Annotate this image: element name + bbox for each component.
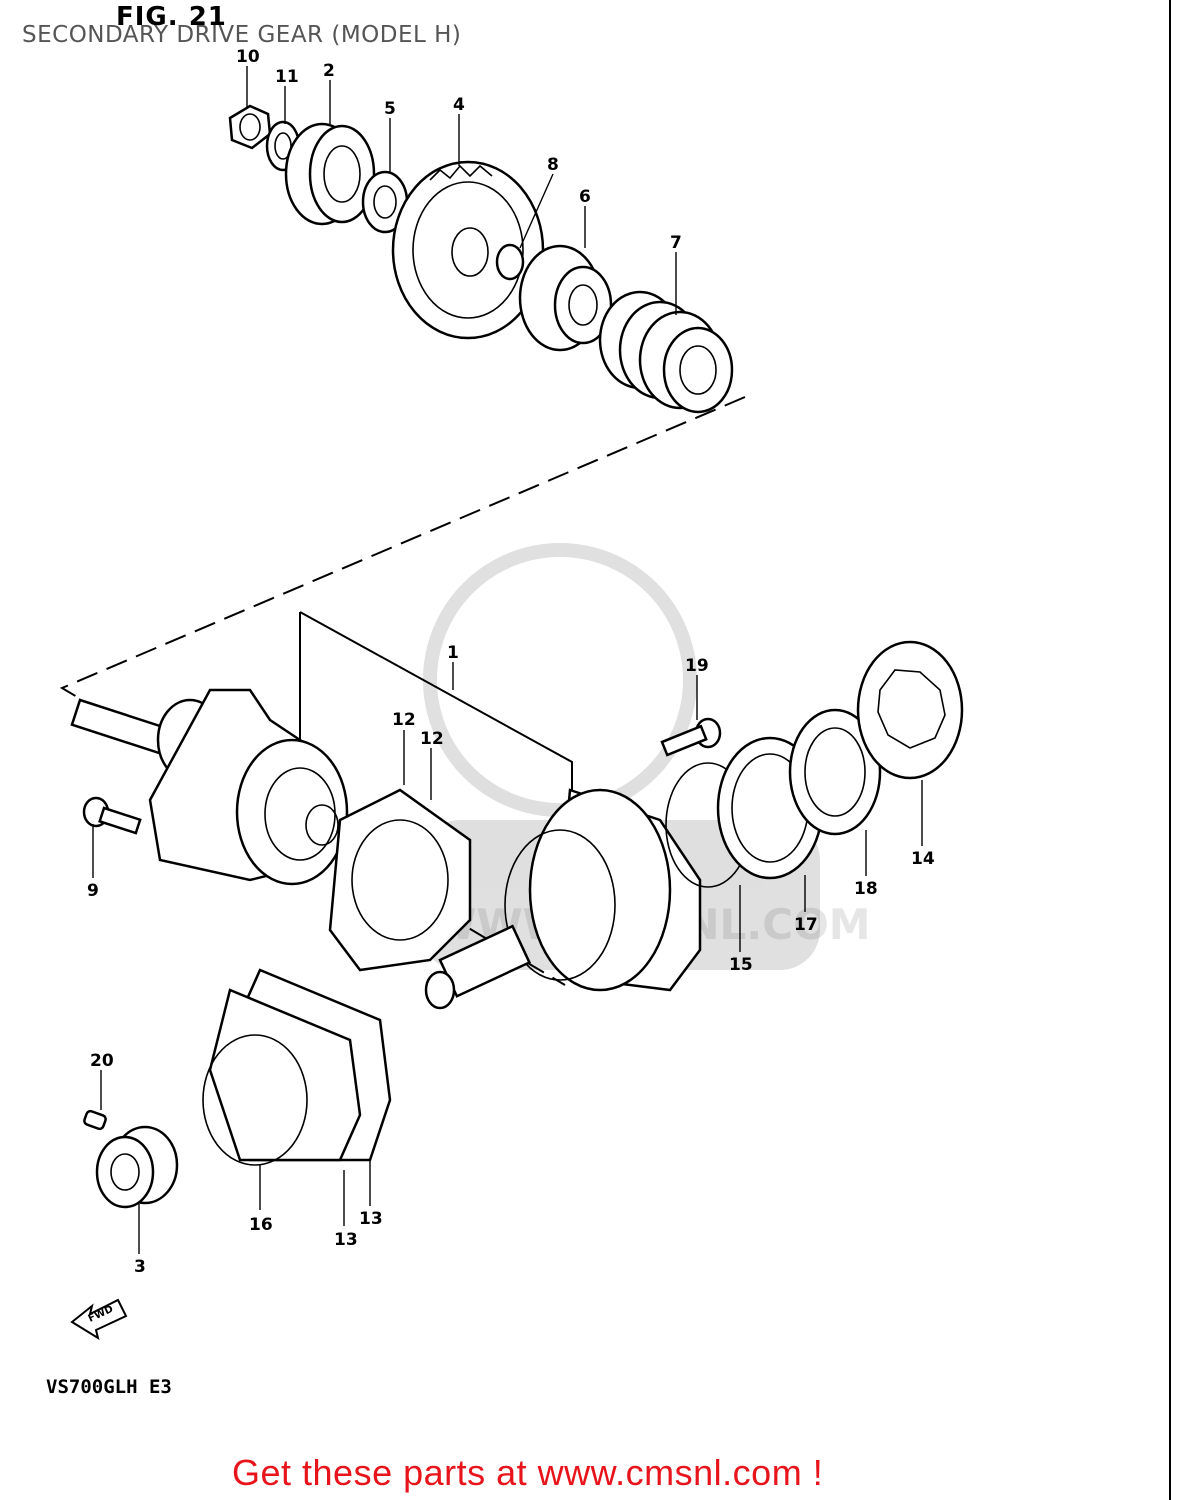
part-8-circlip[interactable] xyxy=(495,243,525,281)
label-2: 2 xyxy=(323,61,335,81)
label-7: 7 xyxy=(670,233,682,253)
label-9: 9 xyxy=(87,881,99,901)
label-15: 15 xyxy=(729,955,753,975)
label-3: 3 xyxy=(134,1257,146,1277)
part-13-cover-gasket[interactable] xyxy=(208,968,392,1162)
part-2-bearing[interactable] xyxy=(284,122,376,226)
label-10: 10 xyxy=(236,47,260,67)
part-19-bolt[interactable] xyxy=(660,717,722,757)
assembly-bracket-line xyxy=(299,611,573,800)
part-3-needle-bearing[interactable] xyxy=(95,1125,179,1209)
label-5: 5 xyxy=(384,99,396,119)
leader-lines xyxy=(92,66,923,1254)
part-6-cam[interactable] xyxy=(518,244,613,352)
part-9-bolt[interactable] xyxy=(82,796,142,835)
label-20: 20 xyxy=(90,1051,114,1071)
model-code: VS700GLH E3 xyxy=(46,1376,172,1398)
part-4-gear[interactable] xyxy=(391,160,545,340)
part-20-dowel-pin[interactable] xyxy=(83,1109,107,1131)
label-18: 18 xyxy=(854,879,878,899)
part-1-shaft-housing[interactable] xyxy=(70,688,349,886)
label-6: 6 xyxy=(579,187,591,207)
label-13a: 13 xyxy=(334,1230,358,1250)
label-19: 19 xyxy=(685,656,709,676)
figure-title: FIG. 21 xyxy=(116,2,227,32)
label-16: 16 xyxy=(249,1215,273,1235)
label-8: 8 xyxy=(547,155,559,175)
part-16-o-ring[interactable] xyxy=(202,1034,308,1166)
promo-link[interactable]: Get these parts at www.cmsnl.com ! xyxy=(232,1452,824,1493)
label-17: 17 xyxy=(794,915,818,935)
fwd-arrow-icon: FWD xyxy=(70,1298,128,1341)
part-14-lock-nut[interactable] xyxy=(856,640,964,780)
label-4: 4 xyxy=(453,95,465,115)
label-12b: 12 xyxy=(420,729,444,749)
part-number-labels: 10 11 2 5 4 8 6 7 1 19 12 12 9 14 18 17 … xyxy=(87,47,935,1277)
part-1-pinion-housing[interactable] xyxy=(424,788,702,1010)
label-13b: 13 xyxy=(359,1209,383,1229)
figure-subtitle: SECONDARY DRIVE GEAR (MODEL H) xyxy=(22,22,462,48)
label-11: 11 xyxy=(275,67,299,87)
part-18-bearing[interactable] xyxy=(788,708,882,836)
label-1: 1 xyxy=(447,643,459,663)
label-14: 14 xyxy=(911,849,935,869)
part-10-nut[interactable] xyxy=(228,104,272,150)
part-12-gasket[interactable] xyxy=(328,788,472,972)
part-7-spring[interactable] xyxy=(598,290,734,414)
label-12a: 12 xyxy=(392,710,416,730)
